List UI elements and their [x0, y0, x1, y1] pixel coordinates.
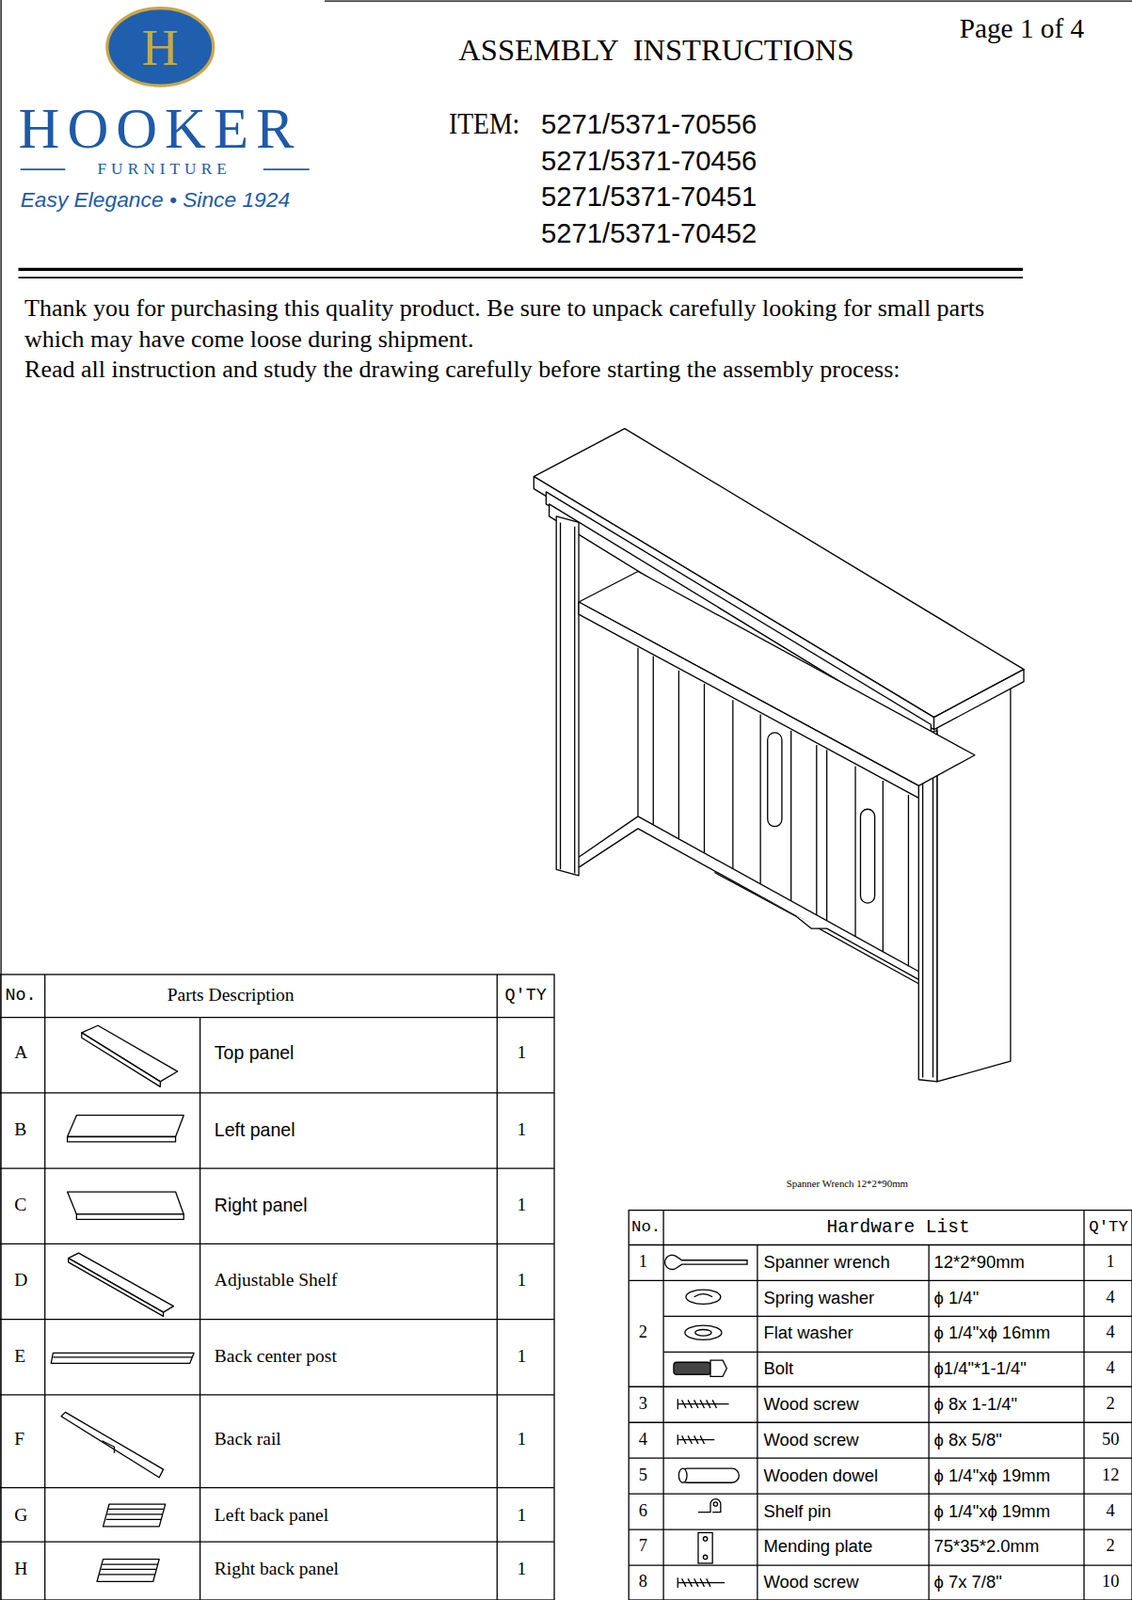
label-text: Hardware List	[826, 1217, 970, 1239]
label-text: Back rail	[214, 1428, 282, 1450]
label-text: Shelf pin	[763, 1501, 831, 1522]
label-text: Bolt	[763, 1358, 794, 1379]
label-text: 4	[638, 1430, 648, 1451]
title-text: ASSEMBLY INSTRUCTIONS	[458, 33, 854, 69]
label-text: 5271/5371-70456	[541, 144, 757, 177]
label-text: ϕ 7x 7/8"	[934, 1573, 1003, 1594]
label-text: H	[142, 18, 179, 78]
label-text: 2	[1106, 1537, 1116, 1558]
label-text: Wood screw	[763, 1394, 859, 1415]
hardware-table	[628, 1211, 1132, 1600]
label-text: Page 1 of 4	[959, 14, 1085, 47]
label-text: 7	[638, 1537, 648, 1558]
label-text: Wood screw	[763, 1573, 859, 1594]
label-text: Left panel	[214, 1119, 296, 1141]
label-text: 1	[516, 1559, 527, 1580]
label-text: 8	[638, 1573, 648, 1594]
label-text: Easy Elegance • Since 1924	[20, 186, 290, 211]
label-text: 2	[638, 1323, 648, 1343]
label-text: 10	[1101, 1573, 1119, 1594]
label-text: 12*2*90mm	[934, 1252, 1025, 1273]
label-text: E	[14, 1345, 26, 1367]
label-text: H	[14, 1559, 28, 1580]
label-text: D	[14, 1270, 28, 1292]
label-text: Spanner Wrench 12*2*90mm	[786, 1178, 909, 1190]
label-text: Mending plate	[763, 1537, 873, 1558]
hutch-drawing	[533, 429, 1024, 1083]
label-text: B	[14, 1119, 27, 1141]
label-text: F	[14, 1428, 25, 1450]
label-text: 1	[516, 1345, 527, 1367]
label-text: Wooden dowel	[763, 1466, 878, 1486]
label-text: 4	[1106, 1323, 1116, 1343]
label-text: Q'TY	[505, 986, 547, 1006]
label-text: Thank you for purchasing this quality pr…	[24, 293, 1010, 355]
label-text: Right back panel	[214, 1559, 339, 1580]
label-text: A	[14, 1042, 28, 1064]
label-text: 1	[516, 1270, 527, 1292]
label-text: 4	[1106, 1501, 1116, 1522]
label-text: Right panel	[214, 1195, 308, 1216]
label-text: Q'TY	[1088, 1218, 1129, 1238]
label-text: ϕ 1/4"	[934, 1288, 980, 1308]
label-text: 4	[1106, 1288, 1116, 1308]
label-text: No.	[631, 1218, 661, 1238]
label-text: 1	[516, 1505, 527, 1527]
label-text: ϕ 1/4"xϕ 19mm	[934, 1501, 1052, 1522]
label-text: 1	[516, 1428, 527, 1450]
part-icons	[50, 1025, 194, 1582]
label-text: 6	[638, 1501, 648, 1522]
label-text: ϕ 1/4"xϕ 19mm	[934, 1466, 1052, 1486]
label-text: Back center post	[214, 1345, 337, 1367]
label-text: Parts Description	[167, 984, 295, 1005]
label-text: 12	[1101, 1466, 1119, 1486]
parts-table	[0, 974, 555, 1600]
label-text: Spanner wrench	[763, 1252, 890, 1273]
label-text: ϕ1/4"*1-1/4"	[934, 1358, 1027, 1379]
hardware-icons	[665, 1255, 748, 1589]
label-text: 5271/5371-70452	[541, 217, 757, 250]
label-text: G	[14, 1505, 28, 1527]
label-text: No.	[4, 986, 36, 1006]
label-text: 5271/5371-70451	[541, 181, 757, 214]
label-text: C	[14, 1195, 27, 1216]
label-text: FURNITURE	[96, 159, 231, 179]
label-text: 4	[1106, 1358, 1116, 1379]
label-text: 2	[1106, 1394, 1116, 1415]
label-text: HOOKER	[18, 95, 303, 162]
label-text: 5	[638, 1466, 648, 1486]
label-text: Spring washer	[763, 1288, 875, 1308]
label-text: 1	[516, 1042, 527, 1064]
label-text: ITEM:	[448, 107, 520, 143]
label-text: ϕ 1/4"xϕ 16mm	[934, 1323, 1052, 1343]
label-text: 50	[1101, 1430, 1119, 1451]
label-text: 3	[638, 1394, 648, 1415]
label-text: Top panel	[214, 1042, 295, 1064]
label-text: Flat washer	[763, 1323, 853, 1343]
label-text: 75*35*2.0mm	[934, 1537, 1040, 1558]
label-text: Adjustable Shelf	[214, 1270, 338, 1292]
label-text: Wood screw	[763, 1430, 859, 1451]
label-text: 5271/5371-70556	[541, 108, 757, 141]
label-text: 1	[516, 1119, 527, 1141]
label-text: Read all instruction and study the drawi…	[24, 354, 901, 386]
label-text: 1	[638, 1252, 648, 1273]
label-text: Left back panel	[214, 1505, 329, 1527]
label-text: 1	[1106, 1252, 1116, 1273]
label-text: 1	[516, 1195, 527, 1216]
logo-oval	[107, 8, 214, 86]
label-text: ϕ 8x 1-1/4"	[934, 1394, 1019, 1415]
label-text: ϕ 8x 5/8"	[934, 1430, 1003, 1451]
